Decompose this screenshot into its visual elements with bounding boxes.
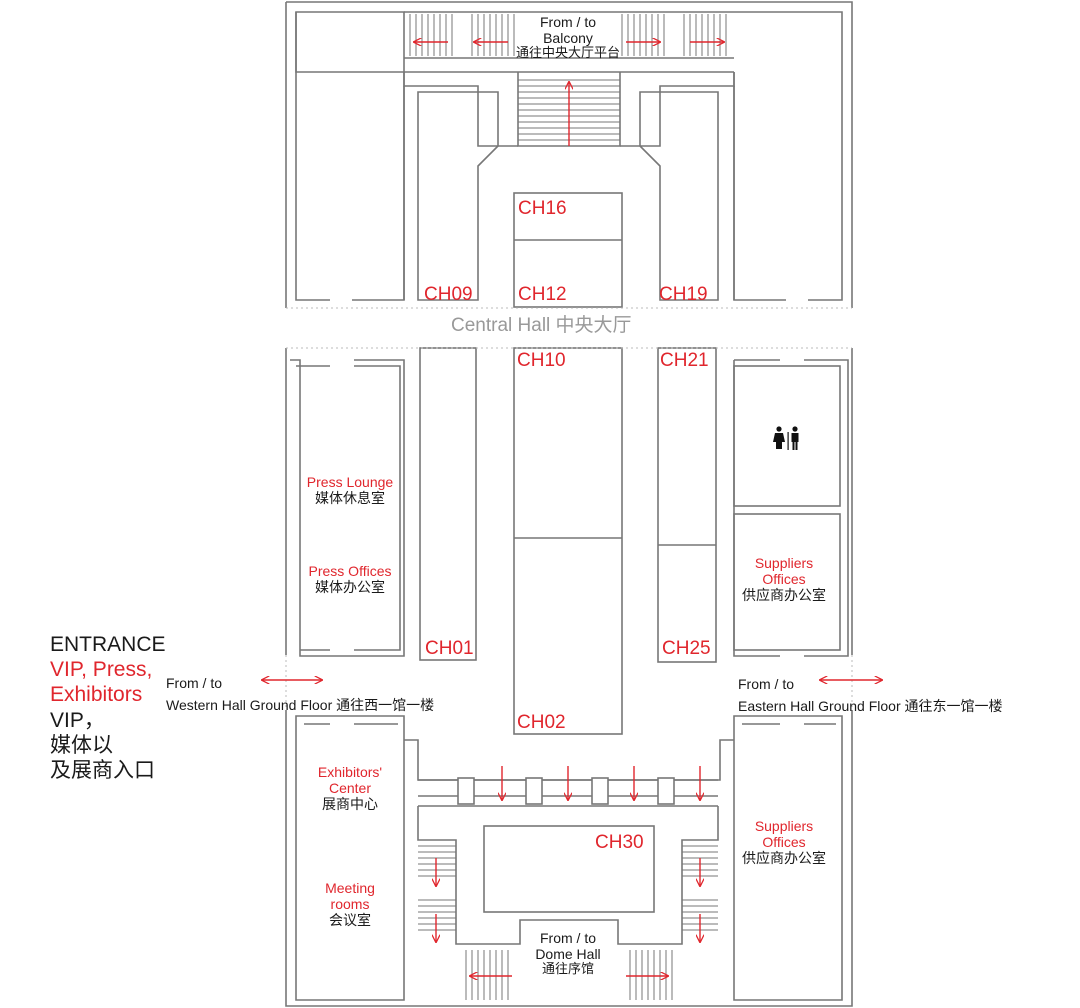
- room-label-ch09: CH09: [424, 284, 473, 305]
- arrow-icon: [262, 42, 882, 976]
- room-label-ch25: CH25: [662, 638, 711, 659]
- room-label-ch10: CH10: [517, 350, 566, 371]
- meeting-rooms-label: Meeting rooms 会议室: [302, 880, 398, 928]
- room-label-ch02: CH02: [517, 712, 566, 733]
- press-offices-cn: 媒体办公室: [315, 579, 385, 596]
- press-lounge-cn: 媒体休息室: [315, 490, 385, 507]
- balcony-label-cn: 通往中央大厅平台: [515, 45, 620, 61]
- entrance-red-1: VIP, Press,: [50, 658, 153, 682]
- western-hall-label: From / to Western Hall Ground Floor 通往西一…: [166, 672, 434, 717]
- entrance-red-2: Exhibitors: [50, 683, 143, 707]
- entrance-cn-1: VIP，: [50, 708, 105, 732]
- dome-hall-label: From / to Dome Hall 通往序馆: [518, 930, 618, 977]
- suppliers-upper-en2: Offices: [762, 571, 806, 588]
- restroom-icon: [773, 426, 799, 450]
- eastern-en1: From / to: [738, 676, 795, 692]
- press-offices-en: Press Offices: [308, 563, 392, 579]
- western-en1: From / to: [166, 675, 223, 691]
- suppliers-offices-upper-label: Suppliers Offices 供应商办公室: [736, 555, 832, 603]
- room-label-ch30: CH30: [595, 832, 644, 853]
- room-label-ch16: CH16: [518, 198, 567, 219]
- suppliers-offices-lower-label: Suppliers Offices 供应商办公室: [736, 818, 832, 866]
- eastern-hall-label: From / to Eastern Hall Ground Floor 通往东一…: [738, 673, 1003, 718]
- dome-en1: From / to: [539, 930, 596, 946]
- exhibitors-en2: Center: [328, 780, 372, 797]
- press-lounge-label: Press Lounge 媒体休息室: [302, 474, 398, 506]
- entrance-title: ENTRANCE: [50, 633, 166, 656]
- meeting-en1: Meeting: [325, 880, 375, 896]
- balcony-label-en1: From / to: [539, 14, 596, 30]
- suppliers-lower-en2: Offices: [762, 834, 806, 851]
- room-label-ch19: CH19: [659, 284, 708, 305]
- exhibitors-cn: 展商中心: [322, 796, 378, 813]
- central-hall-band: [285, 307, 853, 710]
- dome-en2: Dome Hall: [535, 946, 601, 963]
- walls: [285, 1, 853, 1007]
- suppliers-lower-en1: Suppliers: [754, 818, 814, 834]
- suppliers-lower-cn: 供应商办公室: [742, 850, 826, 867]
- meeting-en2: rooms: [330, 896, 370, 913]
- exhibitors-en1: Exhibitors': [317, 764, 383, 780]
- eastern-en2: Eastern Hall Ground Floor 通往东一馆一楼: [738, 698, 1003, 715]
- room-label-ch12: CH12: [518, 284, 567, 305]
- suppliers-upper-en1: Suppliers: [754, 555, 814, 571]
- press-offices-label: Press Offices 媒体办公室: [302, 563, 398, 595]
- suppliers-upper-cn: 供应商办公室: [742, 587, 826, 604]
- entrance-label: ENTRANCE VIP, Press, Exhibitors VIP， 媒体以…: [50, 632, 166, 783]
- dome-cn: 通往序馆: [541, 961, 594, 977]
- western-en2: Western Hall Ground Floor 通往西一馆一楼: [166, 697, 435, 714]
- entrance-cn-2: 媒体以: [50, 733, 113, 757]
- press-lounge-en: Press Lounge: [306, 474, 394, 490]
- central-hall-label: Central Hall 中央大厅: [451, 315, 632, 336]
- balcony-label: From / to Balcony 通往中央大厅平台: [500, 14, 636, 61]
- meeting-cn: 会议室: [329, 912, 371, 929]
- balcony-label-en2: Balcony: [543, 30, 593, 47]
- room-label-ch21: CH21: [660, 350, 709, 371]
- room-label-ch01: CH01: [425, 638, 474, 659]
- exhibitors-center-label: Exhibitors' Center 展商中心: [302, 764, 398, 812]
- entrance-cn-3: 及展商入口: [50, 758, 155, 782]
